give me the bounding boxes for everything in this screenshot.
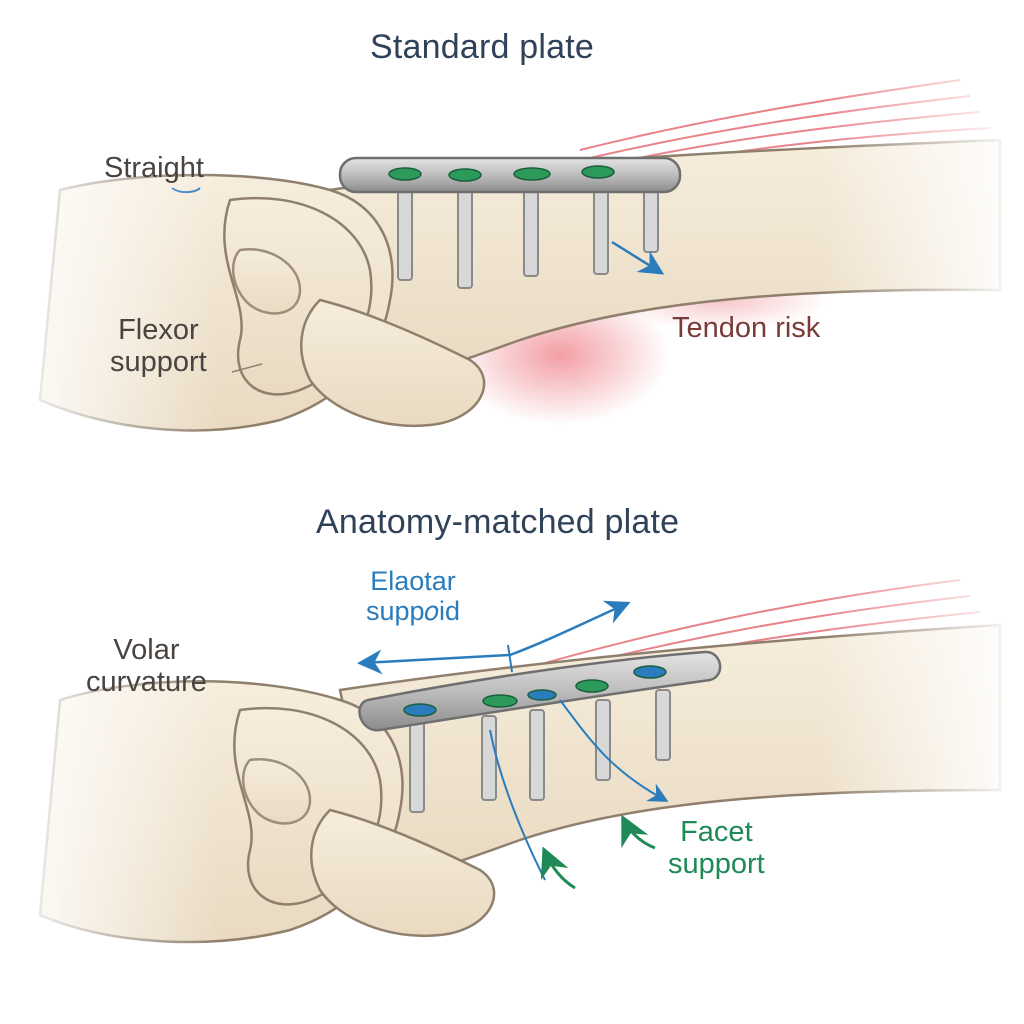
top-callout-label: Elaotar supp𝑜id — [366, 566, 460, 626]
volar-curvature-line-2: curvature — [86, 666, 207, 699]
plate-holes-top — [388, 165, 615, 182]
anatomy-matched-plate-title: Anatomy-matched plate — [316, 503, 680, 541]
facet-support-line-1: Facet — [680, 816, 753, 848]
facet-arrow-1 — [540, 846, 576, 890]
callout-leader — [507, 644, 513, 673]
tendon-risk-arrow — [611, 240, 665, 275]
facet-arrow-2 — [621, 814, 656, 850]
standard-plate-illustration — [0, 60, 1024, 450]
straight-label: Straight — [104, 152, 204, 184]
facet-support-label: Facet support — [668, 816, 765, 881]
tendon-risk-label: Tendon risk — [672, 312, 821, 344]
standard-plate-title: Standard plate — [370, 28, 594, 66]
flexor-support-label: Flexor support — [110, 314, 207, 379]
screws-top — [397, 181, 659, 289]
callout-arrow-left — [357, 649, 511, 675]
volar-curvature-label: Volar curvature — [86, 634, 207, 699]
volar-curvature-line-1: Volar — [113, 634, 180, 666]
screws-bottom — [409, 689, 671, 813]
flexor-leader — [231, 363, 263, 373]
top-callout-line-2: supp𝑜id — [366, 596, 460, 627]
flexor-support-line-1: Flexor — [118, 314, 199, 346]
callout-arrow-right — [509, 600, 631, 657]
flexor-support-line-2: support — [110, 346, 207, 379]
plate-holes-bottom — [403, 665, 667, 717]
facet-support-line-2: support — [668, 848, 765, 881]
anatomy-matched-plate-illustration — [0, 570, 1024, 960]
plate-leader-line-2 — [559, 699, 669, 802]
top-callout-line-1: Elaotar — [370, 566, 456, 596]
plate-leader-line-1 — [489, 729, 546, 881]
